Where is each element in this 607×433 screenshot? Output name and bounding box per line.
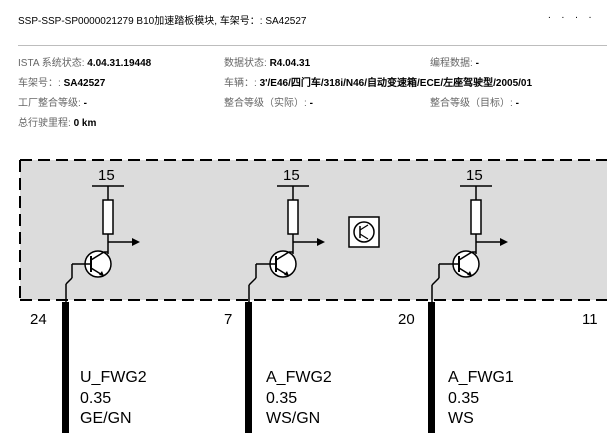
wire-cross-section: 0.35 [448,390,479,407]
channel-3: 15 20 A_FWG1 0.35 WS [398,167,514,433]
pin-number-extra: 11 [582,311,598,328]
pullup-resistor [470,199,482,235]
target-level-info: 整合等级（目标）: - [430,94,519,109]
pullup-resistor [102,199,114,235]
wire-cross-section: 0.35 [80,390,111,407]
document-title: SSP-SSP-SP0000021279 B10加速踏板模块, 车架号：: SA… [18,16,307,27]
output-arrow-icon [132,238,140,246]
wire-cross-section: 0.35 [266,390,297,407]
vehicle-value: 3'/E46/四门车/318i/N46/自动变速箱/ECE/左座驾驶型/2005… [259,78,533,89]
data-status-info: 数据状态: R4.04.31 [224,54,310,69]
mileage-value: 0 km [73,118,97,129]
menu-dots: . . . . [548,10,596,21]
ista-status-value: 4.04.31.19448 [87,58,152,69]
output-arrow-icon [500,238,508,246]
factory-level-info: 工厂整合等级: - [18,94,87,109]
mileage-info: 总行驶里程: 0 km [18,114,96,129]
factory-level-label: 工厂整合等级: [18,98,84,109]
pin-number: 24 [30,311,47,328]
vehicle-label: 车辆：: [224,78,260,89]
channel-2: 15 7 A_FWG2 0.35 WS/GN [224,167,332,433]
header-divider [18,45,607,46]
external-wire [62,302,69,433]
pullup-resistor [287,199,299,235]
vehicle-info: 车辆：: 3'/E46/四门车/318i/N46/自动变速箱/ECE/左座驾驶型… [224,74,532,89]
supply-15-label: 15 [466,167,483,184]
pin-number: 7 [224,311,232,328]
vin-label: 车架号：: [18,78,64,89]
wire-color: WS [448,410,474,427]
actual-level-info: 整合等级（实际）: - [224,94,313,109]
transistor-collector [458,251,473,261]
component-symbol-icon [348,216,380,248]
ista-status-label: ISTA 系统状态: [18,58,88,69]
factory-level-value: - [83,98,87,109]
wire-color: GE/GN [80,410,132,427]
mileage-label: 总行驶里程: [18,118,74,129]
pin-number: 20 [398,311,415,328]
output-arrow-icon [317,238,325,246]
target-level-label: 整合等级（目标）: [430,98,516,109]
signal-name: A_FWG2 [266,369,332,386]
actual-level-label: 整合等级（实际）: [224,98,310,109]
programming-data-value: - [475,58,479,69]
programming-data-label: 编程数据: [430,58,476,69]
data-status-label: 数据状态: [224,58,270,69]
data-status-value: R4.04.31 [269,58,311,69]
wiring-diagram: 15 24 U_FWG2 0.35 GE/GN 15 [19,159,607,433]
channel-1: 15 24 U_FWG2 0.35 GE/GN [30,167,147,433]
target-level-value: - [515,98,519,109]
supply-15-label: 15 [98,167,115,184]
external-wire [245,302,252,433]
ista-status-info: ISTA 系统状态: 4.04.31.19448 [18,54,151,69]
signal-name: A_FWG1 [448,369,514,386]
external-wire [428,302,435,433]
emitter-arrow-icon [467,271,472,276]
base-wire-diagonal [248,277,257,286]
vin-value: SA42527 [63,78,106,89]
signal-name: U_FWG2 [80,369,147,386]
actual-level-value: - [309,98,313,109]
base-wire-diagonal [65,277,73,285]
transistor-collector [90,251,105,261]
vin-info: 车架号：: SA42527 [18,74,105,89]
module-box [20,160,607,300]
wire-color: WS/GN [266,410,320,427]
transistor-collector [275,251,290,261]
base-wire-diagonal [431,277,440,286]
supply-15-label: 15 [283,167,300,184]
programming-data-info: 编程数据: - [430,54,479,69]
emitter-arrow-icon [284,271,289,276]
emitter-arrow-icon [99,271,104,276]
